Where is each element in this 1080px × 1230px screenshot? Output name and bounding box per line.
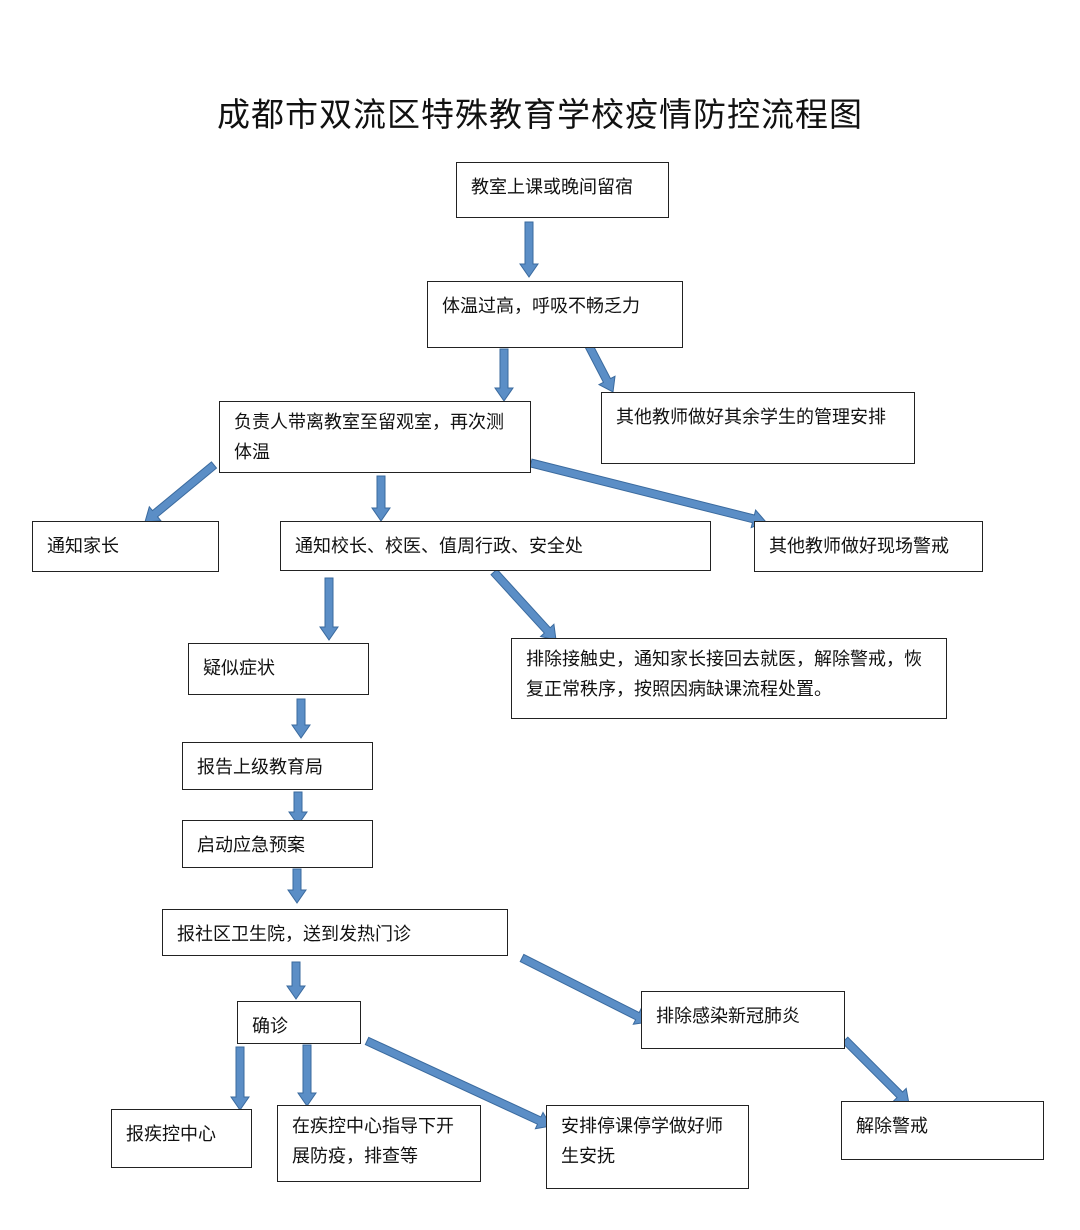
node-notify-principal: 通知校长、校医、值周行政、安全处 <box>280 521 711 571</box>
arrow-confirmed-to-prevention <box>297 1044 317 1107</box>
arrow-excluded-to-lift <box>841 1036 910 1105</box>
arrow-symptoms-to-other-students <box>584 343 616 393</box>
flowchart-title: 成都市双流区特殊教育学校疫情防控流程图 <box>217 95 863 134</box>
node-clinic: 报社区卫生院，送到发热门诊 <box>162 909 508 956</box>
node-suspend-classes: 安排停课停学做好师生安抚 <box>546 1105 749 1189</box>
node-other-teachers-students: 其他教师做好其余学生的管理安排 <box>601 392 915 464</box>
node-prevention: 在疾控中心指导下开展防疫，排查等 <box>277 1105 481 1182</box>
arrow-symptoms-to-retest <box>494 348 514 402</box>
node-classroom: 教室上课或晚间留宿 <box>456 162 669 218</box>
node-notify-parents: 通知家长 <box>32 521 219 572</box>
arrow-clinic-to-excluded <box>519 953 650 1025</box>
arrow-clinic-to-confirmed <box>286 961 306 1000</box>
arrow-retest-to-other-alert <box>529 458 767 529</box>
arrow-confirmed-to-report-cdc <box>230 1046 250 1111</box>
node-report-bureau: 报告上级教育局 <box>182 742 373 790</box>
node-symptoms: 体温过高，呼吸不畅乏力 <box>427 281 683 348</box>
node-exclude-contact: 排除接触史，通知家长接回去就医，解除警戒，恢复正常秩序，按照因病缺课流程处置。 <box>511 638 947 719</box>
node-report-cdc: 报疾控中心 <box>111 1109 252 1168</box>
node-lift-alert: 解除警戒 <box>841 1101 1044 1160</box>
node-confirmed: 确诊 <box>237 1001 361 1044</box>
arrow-principal-to-exclude <box>490 568 557 641</box>
node-retest: 负责人带离教室至留观室，再次测体温 <box>219 401 531 473</box>
node-emergency-plan: 启动应急预案 <box>182 820 373 868</box>
node-other-teachers-alert: 其他教师做好现场警戒 <box>754 521 983 572</box>
arrow-classroom-to-symptoms <box>519 221 539 278</box>
arrow-principal-to-suspected <box>319 577 339 641</box>
node-excluded-covid: 排除感染新冠肺炎 <box>641 991 845 1049</box>
arrow-retest-to-notify-parents <box>144 461 218 523</box>
arrow-bureau-to-emergency <box>288 791 308 826</box>
arrow-emergency-to-clinic <box>287 868 307 904</box>
arrow-suspected-to-bureau <box>291 698 311 739</box>
node-suspected: 疑似症状 <box>188 643 369 695</box>
arrow-retest-to-principal <box>371 475 391 522</box>
